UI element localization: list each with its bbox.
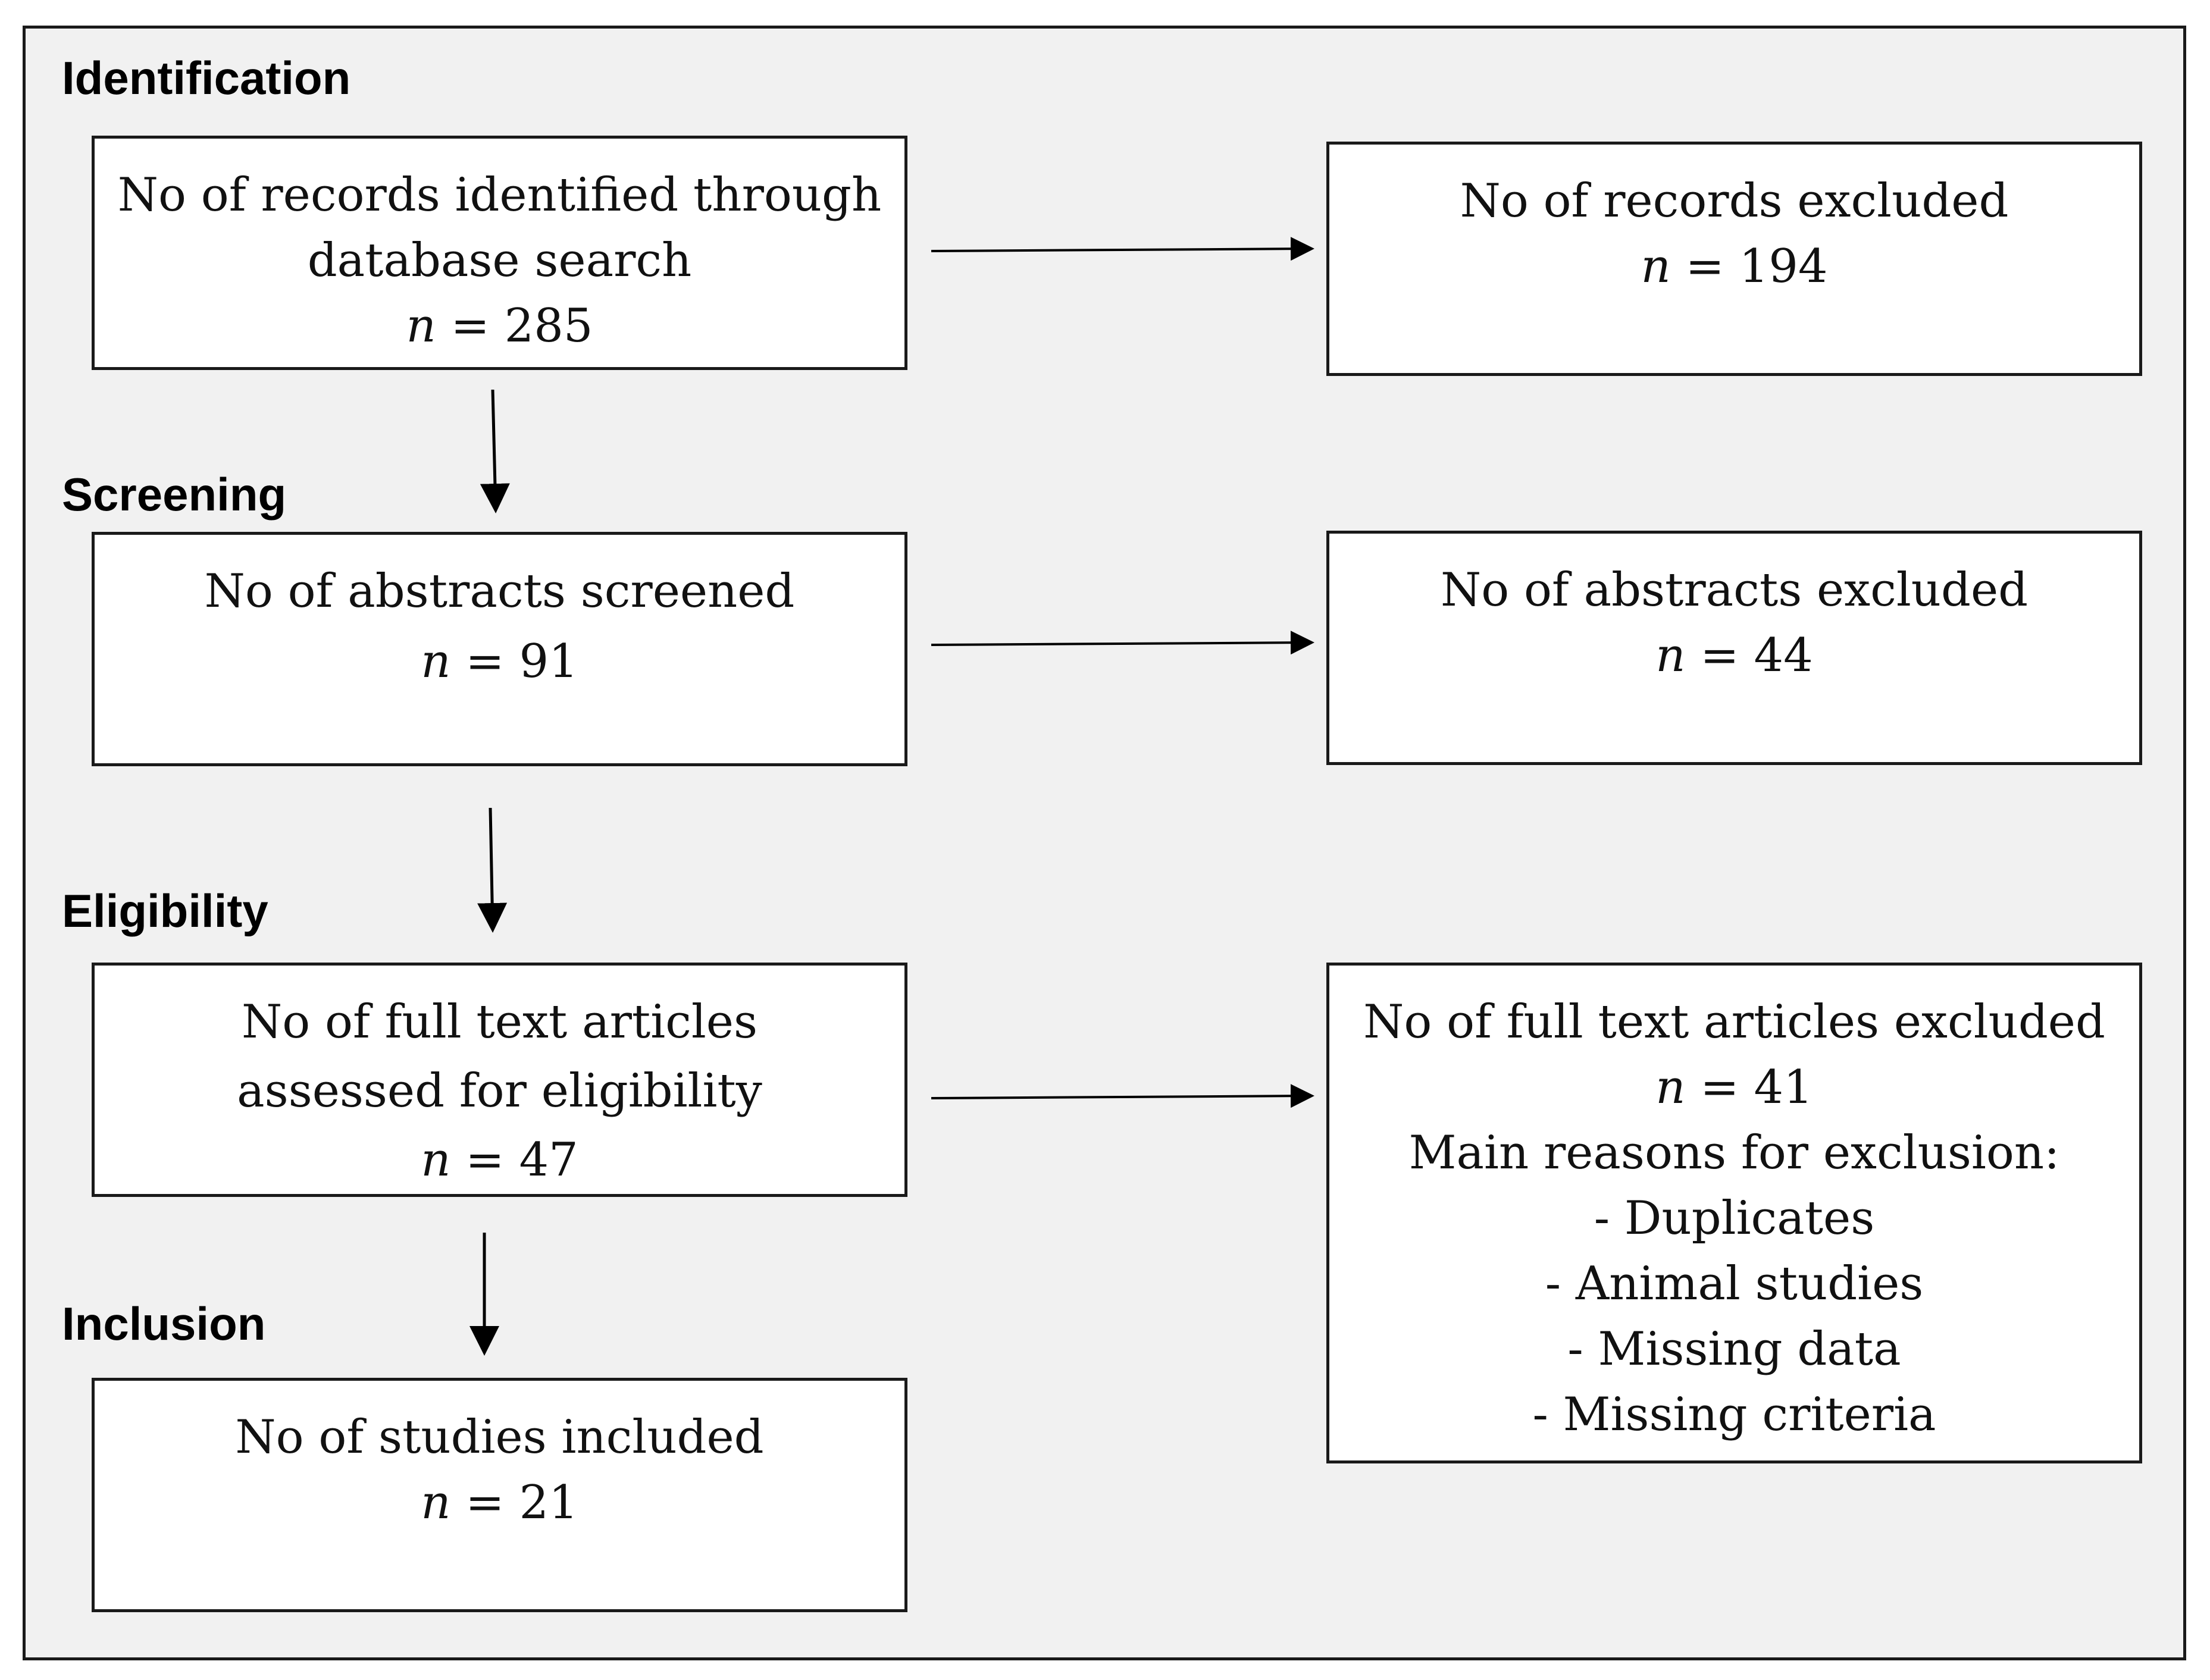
box-text-line: database search xyxy=(307,234,692,287)
arrow-right-fulltext-excluded xyxy=(931,1084,1314,1108)
studies-included-box: No of studies included n = 21 xyxy=(92,1378,907,1612)
box-text-line: No of full text articles excluded xyxy=(1363,995,2105,1049)
count-value: n = 91 xyxy=(421,635,578,688)
records-identified-box: No of records identified through databas… xyxy=(92,136,907,370)
box-text-line: No of records identified through xyxy=(117,168,882,222)
exclusion-reasons-title: Main reasons for exclusion: xyxy=(1408,1126,2060,1180)
count-value: n = 47 xyxy=(421,1133,578,1187)
exclusion-reason: - Missing data xyxy=(1567,1322,1901,1376)
exclusion-reason: - Animal studies xyxy=(1545,1257,1924,1311)
fulltext-assessed-box: No of full text articles assessed for el… xyxy=(92,963,907,1197)
stage-identification: Identification xyxy=(62,52,351,104)
arrow-down-identification-to-screening xyxy=(480,389,510,513)
box-text-line: No of abstracts screened xyxy=(204,565,795,618)
stage-eligibility: Eligibility xyxy=(62,885,268,937)
count-value: n = 44 xyxy=(1655,629,1813,682)
arrow-down-screening-to-eligibility xyxy=(477,807,508,933)
exclusion-reason: - Missing criteria xyxy=(1532,1388,1936,1441)
box-text-line: No of abstracts excluded xyxy=(1440,563,2029,617)
count-value: n = 41 xyxy=(1655,1061,1813,1114)
abstracts-screened-box: No of abstracts screened n = 91 xyxy=(92,532,907,766)
abstracts-excluded-box: No of abstracts excluded n = 44 xyxy=(1326,531,2142,765)
count-value: n = 285 xyxy=(406,299,593,353)
exclusion-reason: - Duplicates xyxy=(1594,1192,1875,1245)
arrow-right-records-excluded xyxy=(931,237,1314,261)
fulltext-excluded-box: No of full text articles excluded n = 41… xyxy=(1326,963,2142,1463)
box-text-line: No of full text articles xyxy=(242,995,757,1049)
stage-inclusion: Inclusion xyxy=(62,1297,266,1350)
arrow-right-abstracts-excluded xyxy=(931,631,1314,655)
count-value: n = 194 xyxy=(1641,240,1828,293)
count-value: n = 21 xyxy=(421,1476,578,1529)
box-text-line: No of studies included xyxy=(235,1411,764,1464)
box-text-line: No of records excluded xyxy=(1460,174,2009,228)
box-text-line: assessed for eligibility xyxy=(237,1064,762,1118)
records-excluded-box: No of records excluded n = 194 xyxy=(1326,142,2142,376)
stage-screening: Screening xyxy=(62,468,287,521)
